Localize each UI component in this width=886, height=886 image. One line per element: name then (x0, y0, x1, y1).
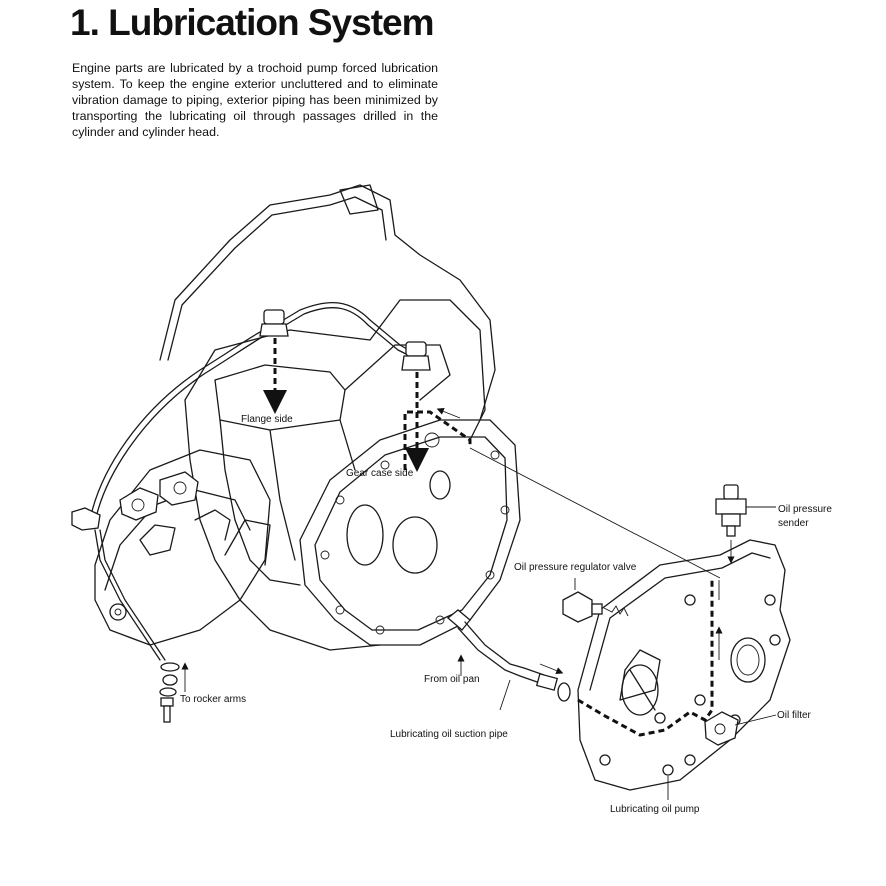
label-lubricating-oil-pump: Lubricating oil pump (610, 804, 700, 815)
external-oil-pipe (71, 301, 431, 661)
label-oil-pressure-sender-line2: sender (778, 518, 809, 529)
label-oil-pressure-sender-line1: Oil pressure (778, 504, 832, 515)
oil-pump-cover (577, 539, 791, 791)
lubricating-oil-suction-pipe (446, 609, 571, 711)
label-gear-case-side: Gear case side (346, 468, 414, 479)
oil-pressure-regulator-valve (562, 578, 629, 623)
engine-block (159, 184, 521, 651)
label-lubricating-oil-suction-pipe: Lubricating oil suction pipe (390, 729, 508, 740)
intro-paragraph: Engine parts are lubricated by a trochoi… (72, 61, 438, 139)
rocker-cover (94, 449, 271, 646)
label-oil-filter: Oil filter (777, 710, 812, 721)
flow-arrows-engine (263, 338, 721, 579)
rocker-arm-bolt-stack (159, 662, 189, 723)
page-title: 1. Lubrication System (70, 2, 434, 43)
leader-lines (667, 714, 777, 800)
label-to-rocker-arms: To rocker arms (180, 694, 246, 705)
label-from-oil-pan: From oil pan (424, 674, 480, 685)
label-oil-pressure-regulator-valve: Oil pressure regulator valve (514, 562, 637, 573)
label-flange-side: Flange side (241, 414, 293, 425)
oil-pressure-sender (715, 484, 776, 564)
